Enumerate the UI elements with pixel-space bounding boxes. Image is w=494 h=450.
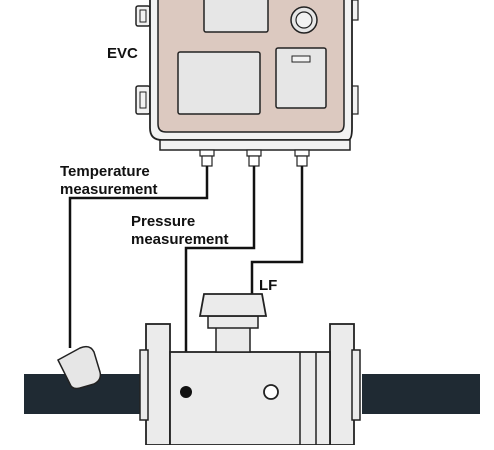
signal-cables [68, 166, 304, 392]
enclosure-hinge-icon [135, 5, 151, 27]
test-port-icon [263, 384, 279, 400]
interface-panel-left [177, 51, 261, 115]
lf-label: LF [259, 277, 277, 294]
evc-enclosure [135, 0, 359, 167]
lf-cable [250, 166, 304, 296]
flow-meter [139, 293, 361, 446]
temperature-label-line1: Temperature [60, 163, 150, 180]
gas-pipe [24, 374, 480, 414]
temperature-probe-icon [57, 345, 102, 390]
pressure-label-line1: Pressure [131, 213, 195, 230]
interface-panel-right [275, 47, 327, 109]
rotary-switch-icon [290, 6, 318, 34]
cable-gland-icon [199, 149, 215, 167]
pressure-label-line2: measurement [131, 231, 229, 248]
evc-label: EVC [107, 45, 138, 62]
lf-sensor-cap [198, 293, 268, 317]
cable-gland-icon [294, 149, 310, 167]
temperature-label-line2: measurement [60, 181, 158, 198]
cable-gland-icon [246, 149, 262, 167]
display-window [203, 0, 269, 33]
pressure-port-icon [180, 386, 192, 398]
pressure-cable [184, 166, 256, 392]
temperature-cable [68, 166, 209, 348]
enclosure-hinge-icon [135, 85, 151, 115]
